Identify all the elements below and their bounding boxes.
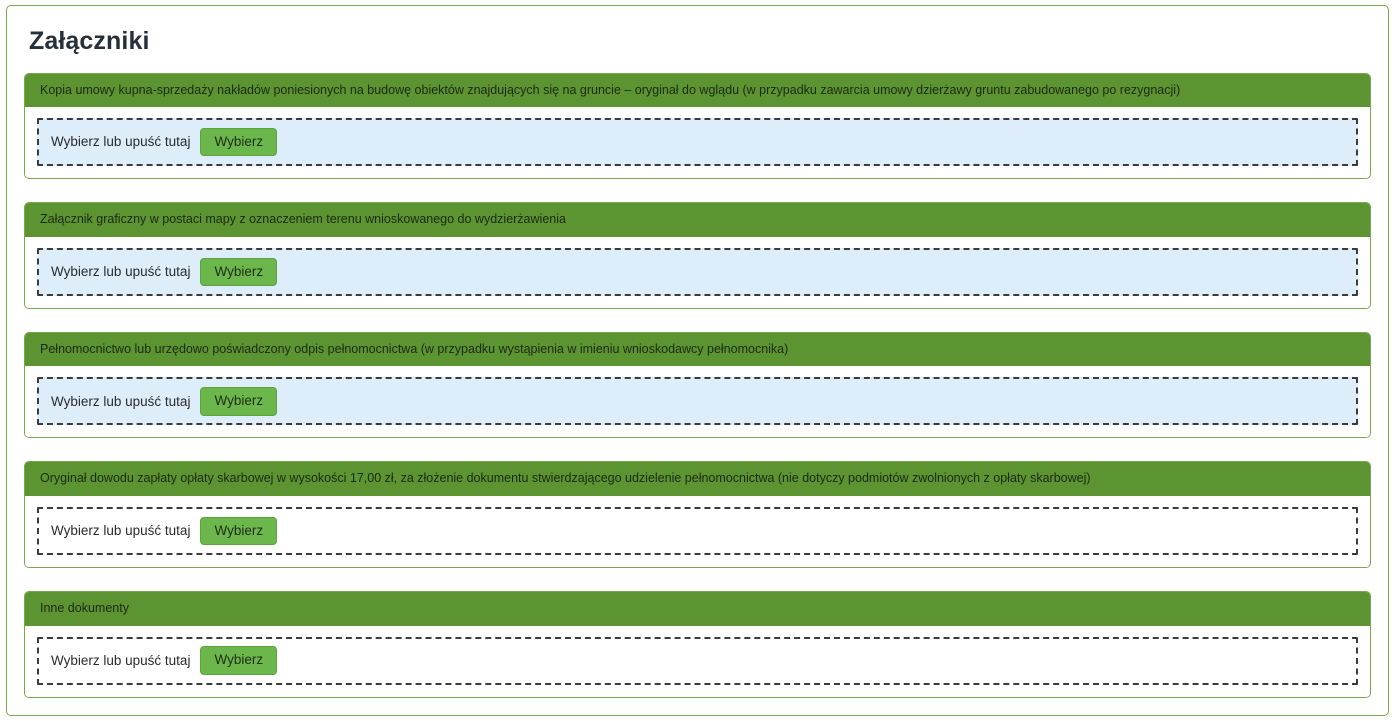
- attachment-section-2-title: Załącznik graficzny w postaci mapy z ozn…: [25, 203, 1370, 237]
- attachment-section-2-body: Wybierz lub upuść tutaj Wybierz: [25, 236, 1370, 308]
- file-dropzone-3[interactable]: Wybierz lub upuść tutaj Wybierz: [37, 377, 1358, 426]
- attachment-section-1-body: Wybierz lub upuść tutaj Wybierz: [25, 107, 1370, 179]
- page-title: Załączniki: [29, 27, 150, 55]
- choose-file-button-5[interactable]: Wybierz: [200, 646, 278, 675]
- choose-file-button-3[interactable]: Wybierz: [200, 387, 278, 416]
- attachment-section-1: Kopia umowy kupna-sprzedaży nakładów pon…: [24, 72, 1371, 180]
- dropzone-label-3: Wybierz lub upuść tutaj: [51, 393, 191, 409]
- dropzone-label-5: Wybierz lub upuść tutaj: [51, 652, 191, 668]
- choose-file-button-2[interactable]: Wybierz: [200, 257, 278, 286]
- dropzone-label-4: Wybierz lub upuść tutaj: [51, 523, 191, 539]
- dropzone-label-2: Wybierz lub upuść tutaj: [51, 264, 191, 279]
- attachment-section-5-body: Wybierz lub upuść tutaj Wybierz: [25, 625, 1370, 697]
- attachment-section-5: Inne dokumenty Wybierz lub upuść tutaj W…: [24, 591, 1371, 698]
- attachment-section-3-title: Pełnomocnictwo lub urzędowo poświadczony…: [25, 332, 1370, 367]
- file-dropzone-4[interactable]: Wybierz lub upuść tutaj Wybierz: [37, 507, 1358, 555]
- attachment-section-3: Pełnomocnictwo lub urzędowo poświadczony…: [24, 331, 1371, 439]
- attachment-section-4: Oryginał dowodu zapłaty opłaty skarbowej…: [24, 461, 1371, 568]
- file-dropzone-2[interactable]: Wybierz lub upuść tutaj Wybierz: [37, 247, 1358, 296]
- attachment-sections-list: Kopia umowy kupna-sprzedaży nakładów pon…: [7, 56, 1388, 698]
- file-dropzone-5[interactable]: Wybierz lub upuść tutaj Wybierz: [37, 636, 1358, 685]
- choose-file-button-1[interactable]: Wybierz: [200, 127, 278, 157]
- attachment-section-2: Załącznik graficzny w postaci mapy z ozn…: [24, 202, 1371, 309]
- file-dropzone-1[interactable]: Wybierz lub upuść tutaj Wybierz: [37, 118, 1358, 167]
- attachment-section-3-body: Wybierz lub upuść tutaj Wybierz: [25, 366, 1370, 438]
- attachment-section-4-body: Wybierz lub upuść tutaj Wybierz: [25, 496, 1370, 567]
- attachment-section-5-title: Inne dokumenty: [25, 592, 1370, 626]
- attachment-section-4-title: Oryginał dowodu zapłaty opłaty skarbowej…: [25, 462, 1370, 496]
- attachment-section-1-title: Kopia umowy kupna-sprzedaży nakładów pon…: [25, 73, 1370, 108]
- choose-file-button-4[interactable]: Wybierz: [200, 516, 278, 546]
- attachments-card: Załączniki Kopia umowy kupna-sprzedaży n…: [6, 5, 1389, 716]
- dropzone-label-1: Wybierz lub upuść tutaj: [51, 134, 191, 150]
